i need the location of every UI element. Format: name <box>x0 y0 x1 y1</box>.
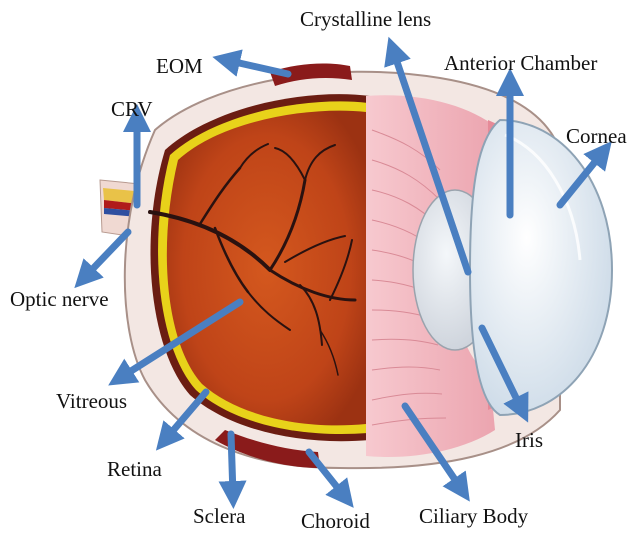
arrow-optic-nerve <box>84 232 128 278</box>
arrow-sclera <box>231 434 233 495</box>
label-vitreous: Vitreous <box>56 389 127 413</box>
label-anterior-chamber: Anterior Chamber <box>444 51 597 75</box>
label-cornea: Cornea <box>566 124 627 148</box>
label-choroid: Choroid <box>301 509 370 533</box>
label-eom: EOM <box>156 54 203 78</box>
arrow-eom <box>226 60 288 74</box>
label-ciliary-body: Ciliary Body <box>419 504 529 528</box>
label-sclera: Sclera <box>193 504 246 528</box>
label-crystalline-lens: Crystalline lens <box>300 7 431 31</box>
label-crv: CRV <box>111 97 153 121</box>
label-optic-nerve: Optic nerve <box>10 287 109 311</box>
label-retina: Retina <box>107 457 162 481</box>
label-iris: Iris <box>515 428 543 452</box>
